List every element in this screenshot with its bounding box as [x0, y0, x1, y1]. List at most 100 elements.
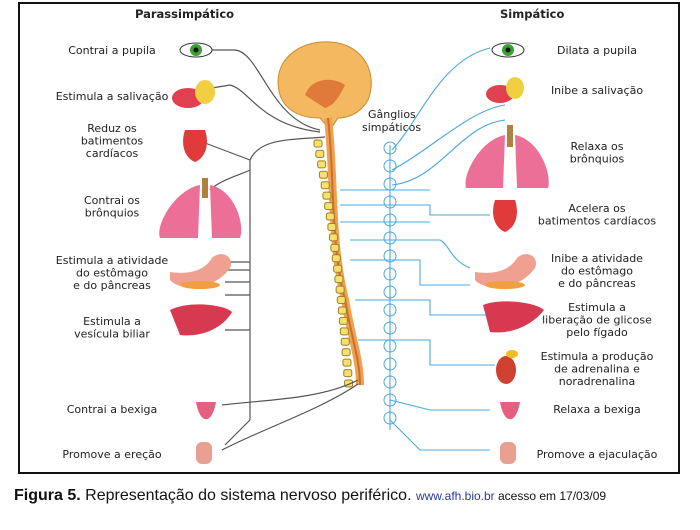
vertebrae — [313, 139, 354, 388]
parasympathetic-label-heart: batimentos — [81, 135, 144, 148]
caption-text: Representação do sistema nervoso perifér… — [80, 487, 416, 504]
vertebra — [343, 369, 353, 378]
sympathetic-label-stomach: do estômago — [561, 265, 633, 278]
parasympathetic-label-stomach: e do pâncreas — [73, 279, 151, 292]
ganglion — [383, 321, 397, 335]
parasympathetic-label-eye: Contrai a pupila — [68, 44, 156, 57]
vertebra — [320, 181, 330, 190]
vertebra — [340, 337, 350, 346]
stomach-icon-left — [170, 254, 231, 289]
parasympathetic-label-liver: Estimula a — [83, 315, 141, 328]
parasympathetic-label-heart: cardíacos — [86, 147, 139, 160]
ganglion — [383, 303, 397, 317]
vertebra — [336, 296, 346, 305]
vertebra — [328, 233, 338, 242]
kidney-icon-right — [496, 350, 518, 384]
vertebra — [333, 264, 343, 273]
ganglion — [383, 195, 397, 209]
sympathetic-label-stomach: e do pâncreas — [558, 277, 636, 290]
sympathetic-label-liver: liberação de glicose — [542, 314, 652, 327]
caption-figure-number: Figura 5. — [14, 487, 81, 504]
parasympathetic-label-genitals: Promove a ereção — [62, 448, 162, 461]
ganglion — [383, 213, 397, 227]
sympathetic-nerves — [340, 47, 506, 451]
vertebra — [334, 275, 344, 284]
vertebra — [324, 202, 334, 211]
ganglion — [383, 357, 397, 371]
sympathetic-label-adrenal-kidney: Estimula a produção — [541, 350, 654, 363]
sympathetic-label-genitals: Promove a ejaculação — [537, 448, 658, 461]
salivary-gland-icon-left — [172, 80, 215, 108]
sympathetic-label-stomach: Inibe a atividade — [551, 252, 643, 265]
sympathetic-label-bladder: Relaxa a bexiga — [553, 403, 641, 416]
parasympathetic-label-liver: vesícula biliar — [74, 328, 150, 341]
parasympathetic-label-salivary-gland: Estimula a salivação — [56, 90, 169, 103]
ganglion — [383, 231, 397, 245]
vertebra — [339, 327, 349, 336]
ganglia-label-1: Gânglios — [368, 108, 416, 121]
liver-icon-right — [483, 301, 544, 333]
sympathetic-label-adrenal-kidney: noradrenalina — [559, 375, 636, 388]
heart-icon-left — [183, 130, 207, 162]
sympathetic-label-heart: Acelera os — [568, 202, 625, 215]
genitals-icon-right — [500, 442, 516, 464]
vertebra — [342, 358, 352, 367]
eye-icon-right — [491, 42, 525, 58]
sympathetic-label-adrenal-kidney: de adrenalina e — [554, 363, 640, 376]
sympathetic-label-eye: Dilata a pupila — [557, 44, 637, 57]
bladder-icon-right — [500, 402, 520, 420]
sympathetic-label-liver: Estimula a — [568, 301, 626, 314]
vertebra — [335, 285, 345, 294]
parasympathetic-label-heart: Reduz os — [87, 122, 137, 135]
vertebra — [338, 316, 348, 325]
sympathetic-label-lungs: brônquios — [570, 153, 625, 166]
parasympathetic-label-stomach: do estômago — [76, 267, 148, 280]
parasympathetic-label-lungs: brônquios — [85, 207, 140, 220]
caption-access-date: acesso em 17/03/09 — [494, 489, 607, 503]
header-sympathetic: Simpático — [500, 7, 564, 21]
parasympathetic-label-lungs: Contrai os — [84, 194, 140, 207]
liver-icon-left — [170, 304, 232, 336]
parasympathetic-label-stomach: Estimula a atividade — [56, 254, 169, 267]
ganglion — [383, 249, 397, 263]
ganglion — [383, 375, 397, 389]
ganglion — [383, 141, 397, 155]
bladder-icon-left — [196, 402, 216, 420]
genitals-icon-left — [196, 442, 212, 464]
brain-icon — [277, 41, 372, 131]
caption-source-link[interactable]: www.afh.bio.br — [415, 489, 495, 503]
header-parasympathetic: Parassimpático — [135, 7, 234, 21]
vertebra — [313, 139, 323, 148]
ganglion — [383, 285, 397, 299]
sympathetic-label-heart: batimentos cardíacos — [538, 215, 656, 228]
heart-icon-right — [493, 200, 517, 232]
vertebra — [315, 149, 325, 158]
eye-icon-left — [179, 42, 213, 58]
salivary-gland-icon-right — [486, 77, 524, 103]
sympathetic-label-liver: pelo fígado — [566, 326, 628, 339]
vertebra — [331, 254, 341, 263]
stomach-icon-right — [475, 254, 536, 289]
ganglion — [383, 411, 397, 425]
lungs-icon-left — [159, 178, 242, 238]
vertebra — [337, 306, 347, 315]
vertebra — [317, 160, 327, 169]
vertebra — [327, 222, 337, 231]
vertebra — [330, 243, 340, 252]
diagram-frame — [18, 2, 680, 474]
sympathetic-label-salivary-gland: Inibe a salivação — [551, 84, 643, 97]
ganglion — [383, 159, 397, 173]
parasympathetic-label-bladder: Contrai a bexiga — [67, 403, 158, 416]
vertebra — [341, 348, 351, 357]
ganglion — [383, 393, 397, 407]
vertebra — [325, 212, 335, 221]
vertebra — [322, 191, 332, 200]
parasympathetic-nerves — [204, 49, 359, 451]
nervous-system-diagram: Parassimpático Simpático Gânglios simpát… — [56, 7, 658, 464]
ganglion — [383, 267, 397, 281]
vertebra — [318, 170, 328, 179]
figure-caption: Figura 5. Representação do sistema nervo… — [14, 487, 606, 505]
sympathetic-label-lungs: Relaxa os — [571, 140, 624, 153]
